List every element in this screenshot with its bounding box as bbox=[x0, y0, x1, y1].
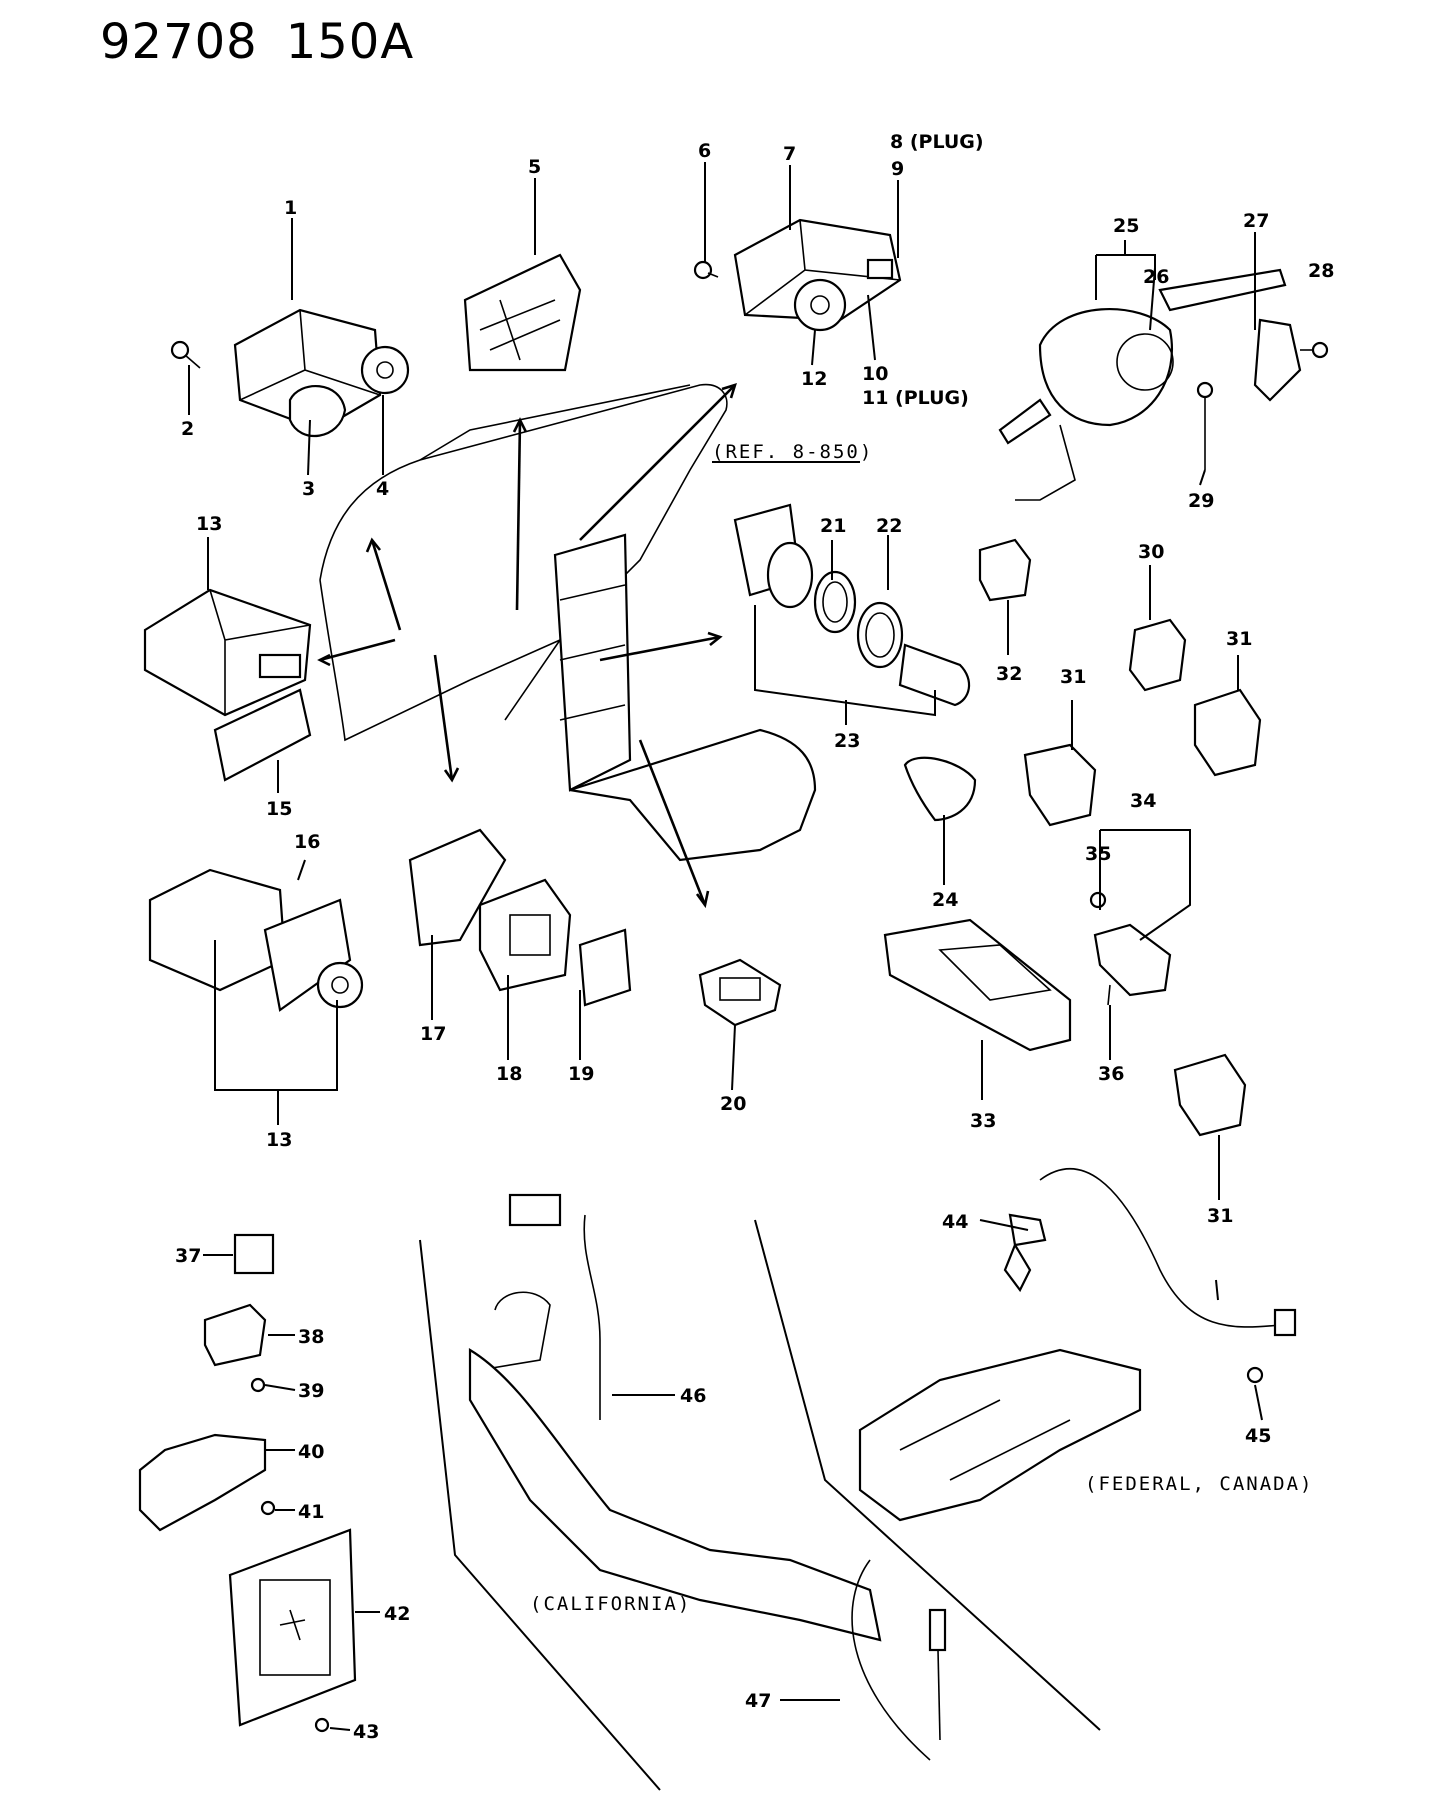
callout-40: 40 bbox=[298, 1441, 324, 1463]
callout-32: 32 bbox=[996, 663, 1022, 685]
callout-31-b: 31 bbox=[1060, 666, 1086, 688]
callout-37: 37 bbox=[175, 1245, 201, 1267]
part-20-switch bbox=[698, 958, 782, 1027]
callout-26: 26 bbox=[1143, 266, 1169, 288]
callout-4: 4 bbox=[376, 478, 389, 500]
part-18-switch bbox=[478, 878, 572, 992]
part-6-screw bbox=[693, 260, 719, 280]
part-30-switch bbox=[1128, 618, 1187, 692]
callout-44: 44 bbox=[942, 1211, 968, 1233]
part-21-22-23-cigar-lighter bbox=[733, 503, 971, 707]
callout-29: 29 bbox=[1188, 490, 1214, 512]
ref-note: (REF. 8-850) bbox=[712, 441, 873, 463]
part-25-combination-switch bbox=[998, 268, 1302, 501]
callout-21: 21 bbox=[820, 515, 846, 537]
part-29-screw bbox=[1196, 381, 1214, 470]
part-44-45-manifold-o2-sensor bbox=[858, 1168, 1297, 1522]
part-41-screw bbox=[260, 1500, 276, 1516]
callout-1: 1 bbox=[284, 197, 297, 219]
callout-18: 18 bbox=[496, 1063, 522, 1085]
callout-3: 3 bbox=[302, 478, 315, 500]
part-37-relay bbox=[233, 1233, 275, 1275]
part-33-switch-panel bbox=[883, 918, 1072, 1052]
callout-12: 12 bbox=[801, 368, 827, 390]
part-42-control-unit bbox=[228, 1528, 357, 1727]
part-32-relay bbox=[978, 538, 1032, 602]
part-19-cover-plate bbox=[578, 928, 632, 1007]
callout-42: 42 bbox=[384, 1603, 410, 1625]
part-2-screw bbox=[170, 340, 201, 369]
part-28-screw bbox=[1300, 341, 1329, 359]
callout-22: 22 bbox=[876, 515, 902, 537]
part-1-switch-assembly bbox=[233, 308, 410, 438]
callout-23: 23 bbox=[834, 730, 860, 752]
federal-canada-note: (FEDERAL, CANADA) bbox=[1085, 1473, 1313, 1495]
callout-43: 43 bbox=[353, 1721, 379, 1743]
callout-17: 17 bbox=[420, 1023, 446, 1045]
callout-30: 30 bbox=[1138, 541, 1164, 563]
callout-38: 38 bbox=[298, 1326, 324, 1348]
part-17-bezel bbox=[408, 828, 507, 947]
callout-13-lower: 13 bbox=[266, 1129, 292, 1151]
part-5-bracket bbox=[463, 253, 582, 372]
diagram-code: 92708 bbox=[100, 14, 258, 70]
callout-19: 19 bbox=[568, 1063, 594, 1085]
callout-11: 11 (PLUG) bbox=[862, 387, 969, 409]
callout-25: 25 bbox=[1113, 215, 1139, 237]
location-arrows bbox=[317, 383, 737, 909]
callout-27: 27 bbox=[1243, 210, 1269, 232]
callout-24: 24 bbox=[932, 889, 958, 911]
callout-2: 2 bbox=[181, 418, 194, 440]
callout-33: 33 bbox=[970, 1110, 996, 1132]
callout-31-c: 31 bbox=[1207, 1205, 1233, 1227]
part-24-knob bbox=[903, 756, 977, 822]
leader-lines bbox=[188, 162, 1263, 1731]
callout-47: 47 bbox=[745, 1690, 771, 1712]
part-15-cover bbox=[213, 688, 312, 782]
part-31-switch-a bbox=[1193, 688, 1262, 777]
callout-7: 7 bbox=[783, 143, 796, 165]
part-43-screw bbox=[314, 1717, 330, 1733]
part-31-switch-b bbox=[1023, 743, 1097, 827]
callout-13-upper: 13 bbox=[196, 513, 222, 535]
callout-41: 41 bbox=[298, 1501, 324, 1523]
callout-45: 45 bbox=[1245, 1425, 1271, 1447]
callout-28: 28 bbox=[1308, 260, 1334, 282]
section-dividers bbox=[419, 1219, 1101, 1791]
callout-10: 10 bbox=[862, 363, 888, 385]
callout-20: 20 bbox=[720, 1093, 746, 1115]
part-46-47-exhaust-o2-sensor bbox=[468, 1193, 947, 1761]
callout-31-a: 31 bbox=[1226, 628, 1252, 650]
part-34-sensor-bracket bbox=[1089, 891, 1172, 1006]
diagram-header: 92708 150A bbox=[100, 14, 442, 70]
callout-34: 34 bbox=[1130, 790, 1156, 812]
part-39-screw bbox=[250, 1377, 266, 1393]
callout-36: 36 bbox=[1098, 1063, 1124, 1085]
callout-labels: 1 2 3 4 5 6 7 8 (PLUG) 9 10 11 (PLUG) 12… bbox=[175, 131, 1334, 1743]
part-7-switch-assembly bbox=[733, 218, 902, 332]
callout-46: 46 bbox=[680, 1385, 706, 1407]
callout-35: 35 bbox=[1085, 843, 1111, 865]
part-40-switch-assembly bbox=[138, 1433, 267, 1532]
callout-15: 15 bbox=[266, 798, 292, 820]
callout-39: 39 bbox=[298, 1380, 324, 1402]
callout-8: 8 (PLUG) bbox=[890, 131, 984, 153]
part-13-control-module bbox=[143, 588, 312, 717]
dashboard-assembly bbox=[319, 383, 817, 862]
notes: (REF. 8-850) (CALIFORNIA) (FEDERAL, CANA… bbox=[530, 441, 1313, 1615]
callout-16: 16 bbox=[294, 831, 320, 853]
part-16-switch-housing bbox=[148, 868, 364, 1012]
callout-9: 9 bbox=[891, 158, 904, 180]
callout-6: 6 bbox=[698, 140, 711, 162]
callout-5: 5 bbox=[528, 156, 541, 178]
part-31-switch-c bbox=[1173, 1053, 1247, 1137]
diagram-group: 150A bbox=[285, 14, 415, 70]
california-note: (CALIFORNIA) bbox=[530, 1593, 691, 1615]
part-38-relay-bracket bbox=[203, 1303, 267, 1367]
